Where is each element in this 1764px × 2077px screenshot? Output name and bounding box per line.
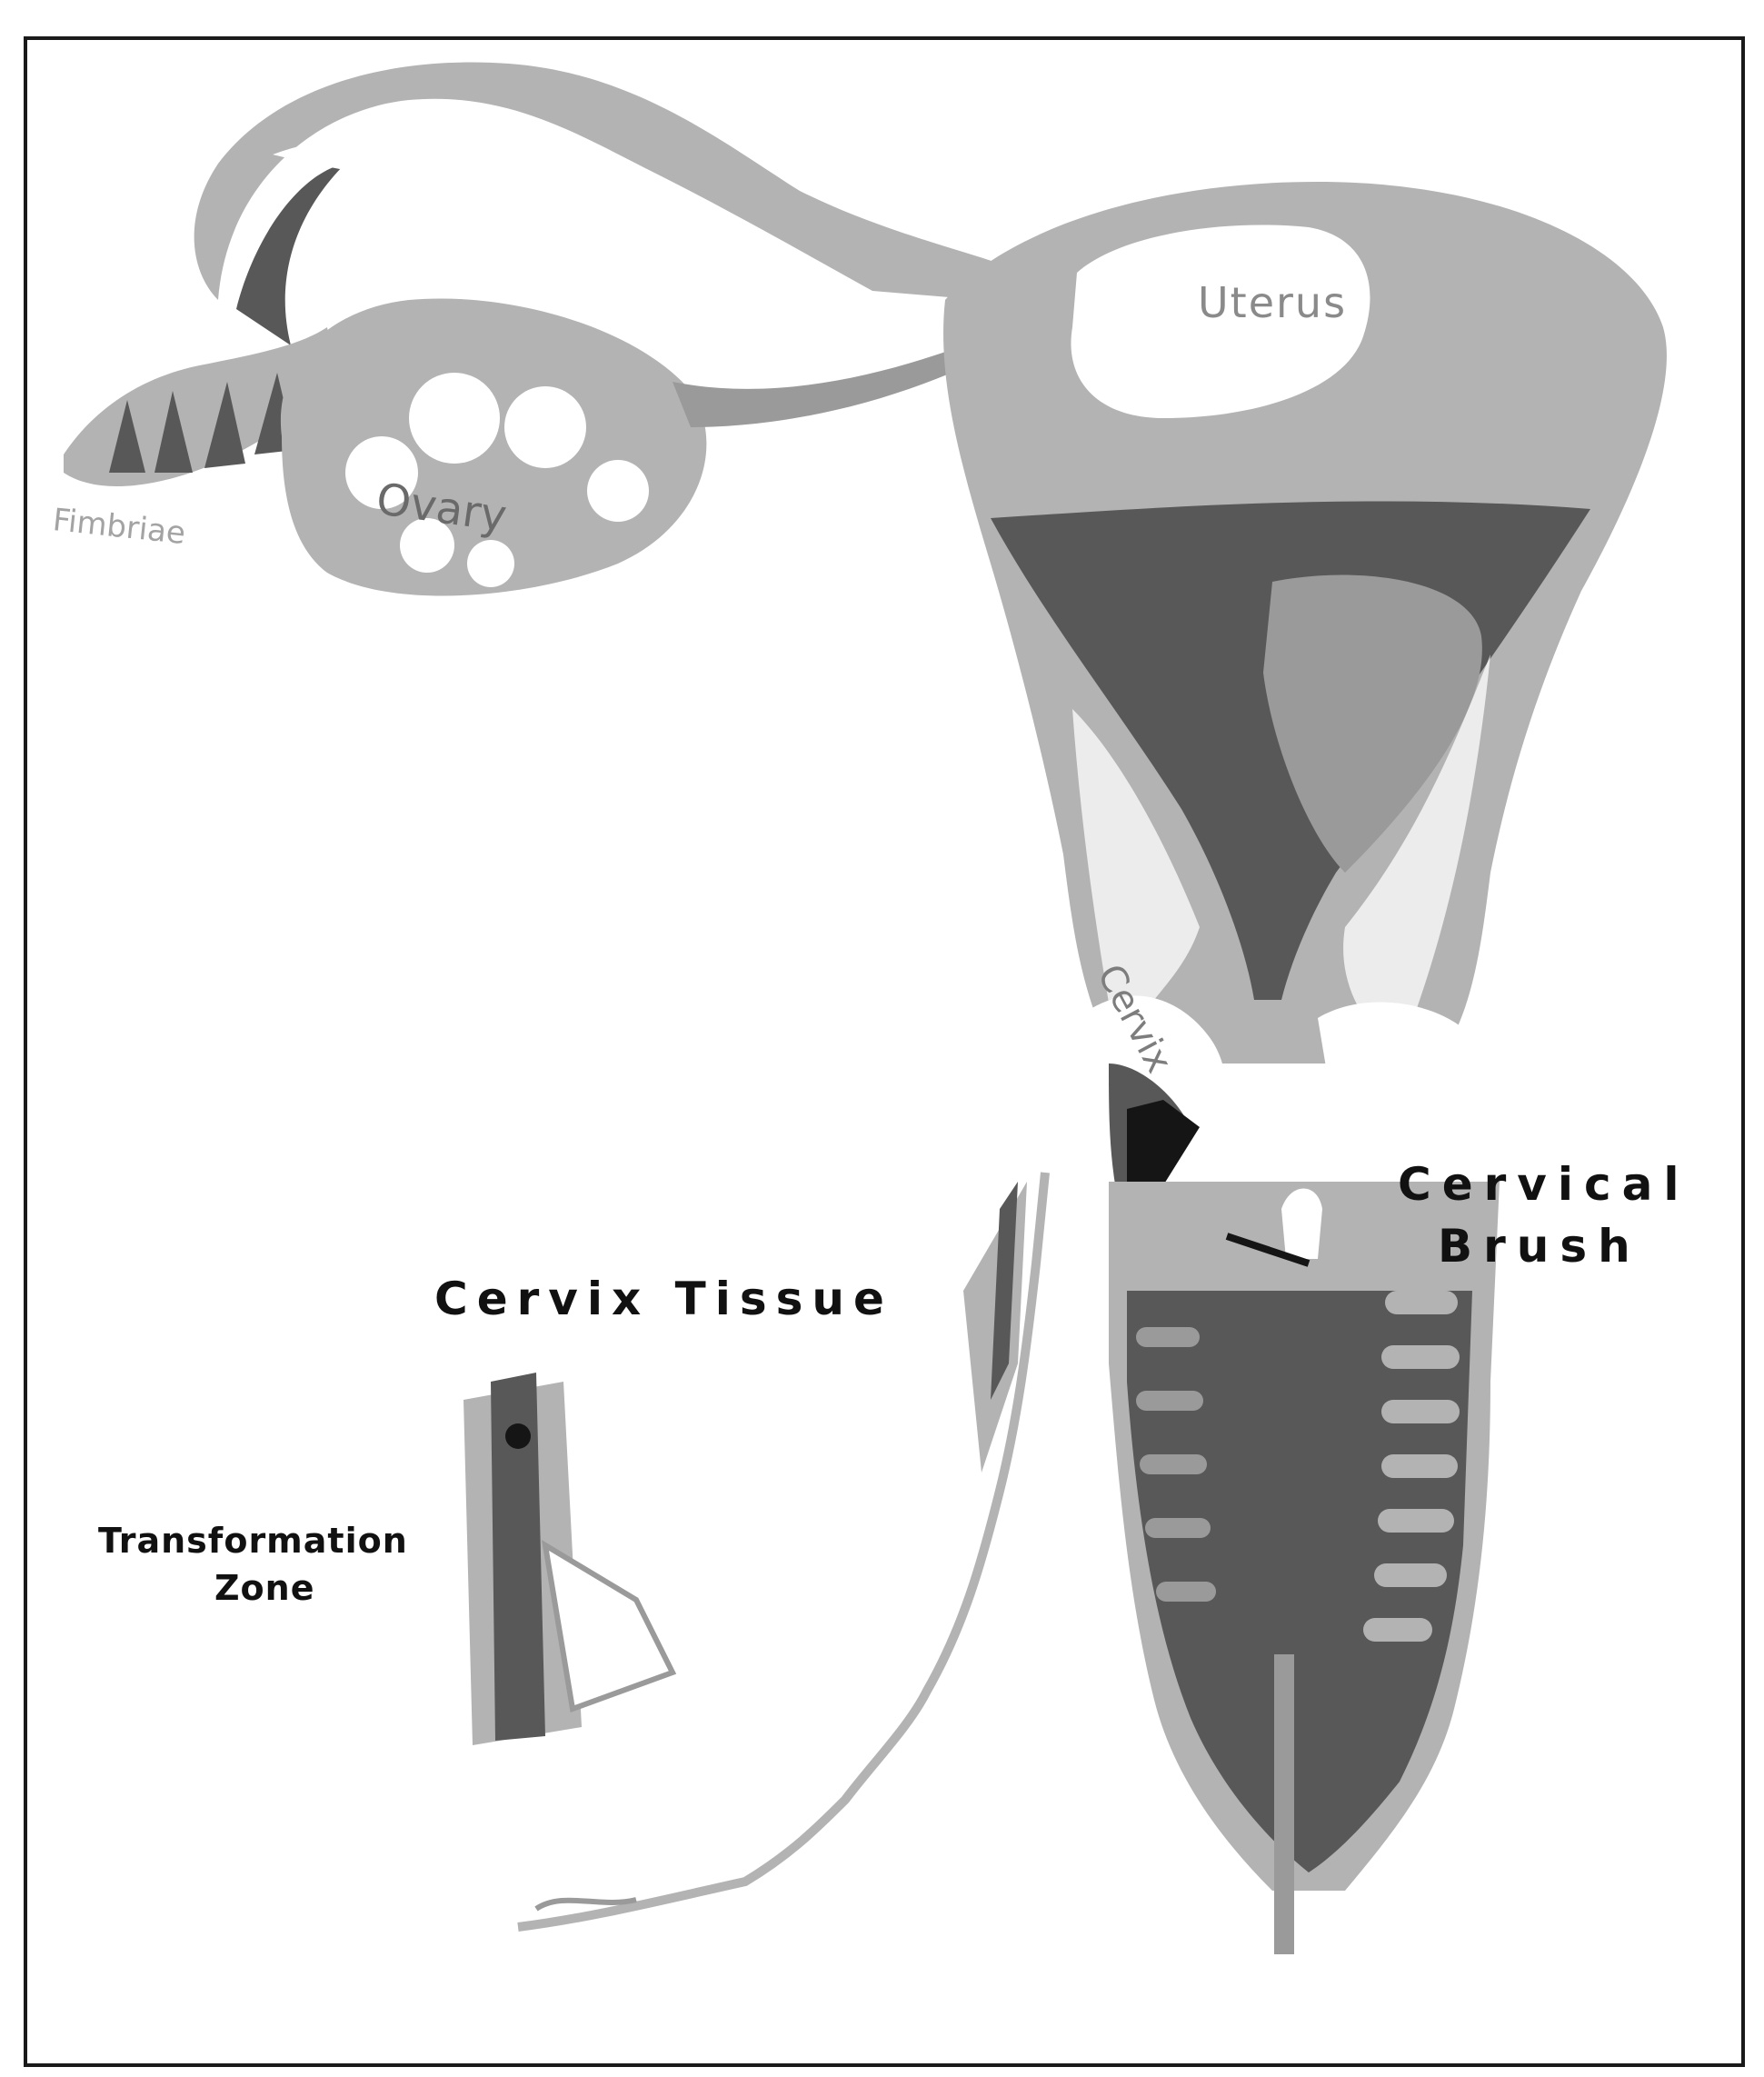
fallopian-tube: [194, 62, 1016, 345]
transformation-zone: [463, 1373, 673, 1745]
cervix-tissue-label: Cervix Tissue: [434, 1276, 893, 1322]
transformation-zone-label-line2: Zone: [214, 1571, 315, 1605]
cervical-brush-label-line2: Brush: [1438, 1223, 1641, 1269]
cervical-brush-handle: [1274, 1654, 1294, 1954]
uterus-label: Uterus: [1198, 282, 1347, 324]
transformation-zone-label-line1: Transformation: [98, 1523, 408, 1558]
ovary: [281, 298, 972, 595]
cervical-brush-label-line1: Cervical: [1398, 1162, 1690, 1207]
cervical-brush-tip: [1281, 1189, 1322, 1260]
vaginal-canal: [1109, 1182, 1500, 1954]
